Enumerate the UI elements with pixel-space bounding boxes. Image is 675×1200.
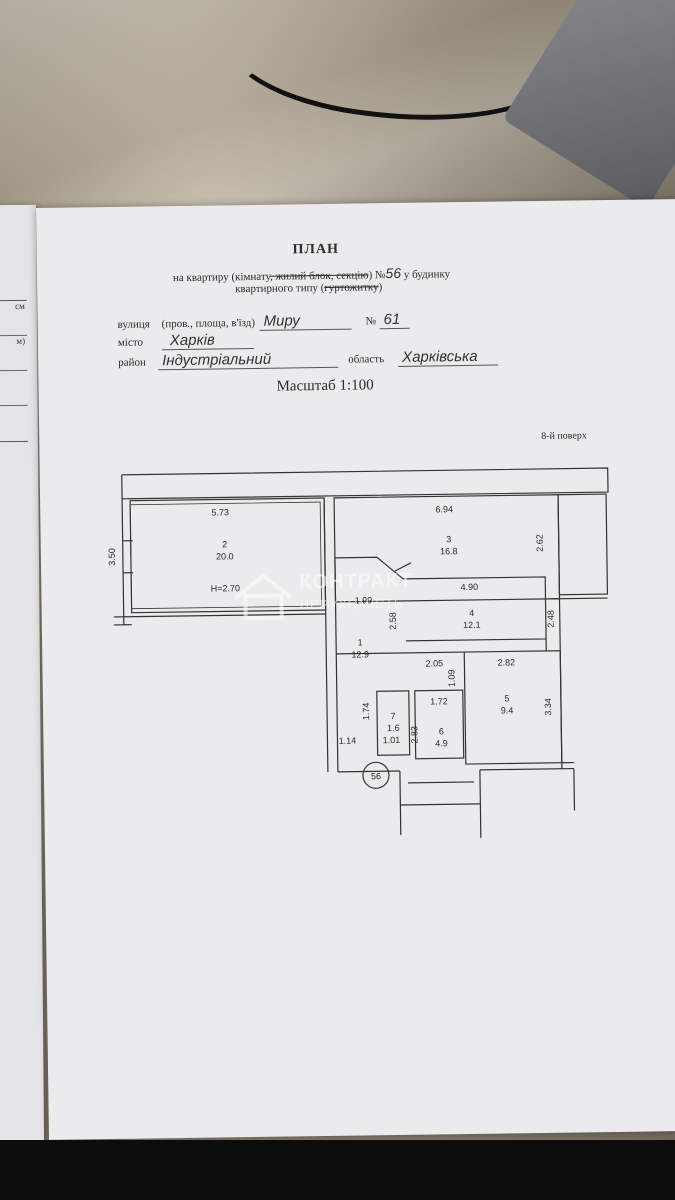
house-logo-icon	[234, 573, 293, 621]
stair-number: 56	[371, 771, 381, 781]
type-struck: гуртожитку	[324, 281, 379, 294]
city-label: місто	[117, 336, 144, 349]
watermark: КОНТРАКТ НЕРУХОМІСТЬ	[231, 565, 452, 628]
dim-109: 1.09	[446, 669, 456, 687]
watermark-line2: НЕРУХОМІСТЬ	[299, 595, 404, 613]
floor-plan: 5.73 3.50 2 20.0 H=2.70 6.94 3 16.8 2.62…	[107, 467, 609, 838]
subtitle-prefix: на квартиру (	[172, 271, 236, 285]
room-7-area: 1.6	[387, 723, 400, 733]
dim-694: 6.94	[435, 504, 453, 514]
number-value: 61	[383, 310, 401, 329]
dim-199: 1.99	[355, 595, 373, 605]
dim-174: 1.74	[361, 703, 371, 721]
street-underline	[259, 328, 352, 331]
street-alt-label: (пров., площа, в'їзд)	[161, 316, 256, 331]
city-value: Харків	[169, 331, 215, 350]
subtitle-room: кімнату	[235, 270, 271, 284]
dim-114: 1.14	[339, 736, 357, 746]
dim-248: 2.48	[546, 610, 556, 628]
document-page: ПЛАН на квартиру (кімнату, жилий блок, с…	[36, 199, 675, 1140]
street-value: Миру	[263, 312, 300, 330]
dim-262: 2.62	[535, 534, 545, 552]
subtitle-after: у будинку	[403, 268, 451, 281]
dim-490: 4.90	[460, 582, 478, 592]
region-underline	[398, 364, 499, 367]
region-value: Харківська	[402, 347, 478, 366]
apartment-number: 56	[385, 264, 402, 282]
region-label: область	[348, 353, 385, 366]
district-label: район	[118, 356, 146, 369]
street-label: вулиця	[117, 318, 150, 331]
scale-label: Масштаб 1:100	[276, 377, 374, 395]
dim-334: 3.34	[543, 698, 553, 716]
left-table-cell	[0, 370, 28, 407]
number-label: №	[365, 315, 377, 328]
left-page-table: см м)	[0, 299, 28, 443]
dim-573: 5.73	[211, 507, 229, 517]
watermark-line1: КОНТРАКТ	[299, 569, 413, 594]
dim-205: 2.05	[426, 658, 444, 668]
room-5-area: 9.4	[501, 705, 514, 715]
type-normal: квартирного типу (	[235, 281, 325, 296]
dim-258: 2.58	[388, 612, 398, 630]
room-3-area: 16.8	[440, 546, 458, 556]
room-6-no: 6	[439, 726, 444, 736]
subtitle-no: ) №	[368, 269, 386, 282]
district-value: Індустріальний	[162, 350, 272, 370]
floor-label: 8-й поверх	[541, 430, 587, 442]
left-table-cell: м)	[0, 335, 28, 372]
city-underline	[161, 347, 254, 351]
room-2-area: 20.0	[216, 551, 234, 561]
room-5-no: 5	[504, 693, 509, 703]
subtitle-line: на квартиру (кімнату, жилий блок, секцію…	[173, 264, 450, 284]
dim-282: 2.82	[498, 657, 516, 667]
dark-surface	[0, 1140, 675, 1200]
room-3-no: 3	[446, 534, 451, 544]
dim-101: 1.01	[383, 735, 401, 745]
room-4-area: 12.1	[463, 620, 481, 630]
type-line: квартирного типу (гуртожитку)	[235, 281, 382, 295]
room-7-no: 7	[391, 711, 396, 721]
dim-350: 3.50	[107, 548, 117, 566]
room-1-no: 1	[358, 637, 363, 647]
room-2-height: H=2.70	[211, 583, 240, 593]
dim-283: 2.83	[409, 726, 419, 744]
type-end: )	[378, 281, 383, 294]
room-4-no: 4	[469, 608, 474, 618]
room-1-area: 12.9	[351, 649, 369, 659]
number-underline	[379, 327, 410, 330]
room-2-no: 2	[222, 539, 227, 549]
dim-172: 1.72	[430, 696, 448, 706]
left-table-cell: см	[0, 300, 28, 337]
document-title: ПЛАН	[292, 241, 340, 258]
room-6-area: 4.9	[435, 738, 448, 748]
